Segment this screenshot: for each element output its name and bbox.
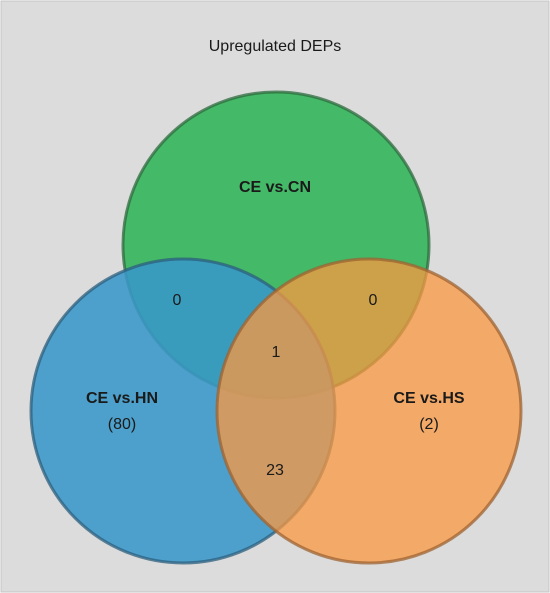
intersection-hn-hs-count: 23 xyxy=(266,462,284,479)
set-count-ce-vs-hn: (80) xyxy=(108,416,136,433)
intersection-all-count: 1 xyxy=(272,344,281,361)
set-label-ce-vs-hs: CE vs.HS xyxy=(393,390,464,407)
venn-labels: CE vs.CN CE vs.HN (80) CE vs.HS (2) 0 0 … xyxy=(86,179,465,479)
set-label-ce-vs-cn: CE vs.CN xyxy=(239,179,311,196)
set-count-ce-vs-hs: (2) xyxy=(419,416,439,433)
intersection-cn-hs-count: 0 xyxy=(369,292,378,309)
intersection-cn-hn-count: 0 xyxy=(173,292,182,309)
venn-circles xyxy=(29,90,523,565)
diagram-title: Upregulated DEPs xyxy=(209,38,342,55)
set-label-ce-vs-hn: CE vs.HN xyxy=(86,390,158,407)
circle-ce-vs-hs xyxy=(215,257,523,565)
